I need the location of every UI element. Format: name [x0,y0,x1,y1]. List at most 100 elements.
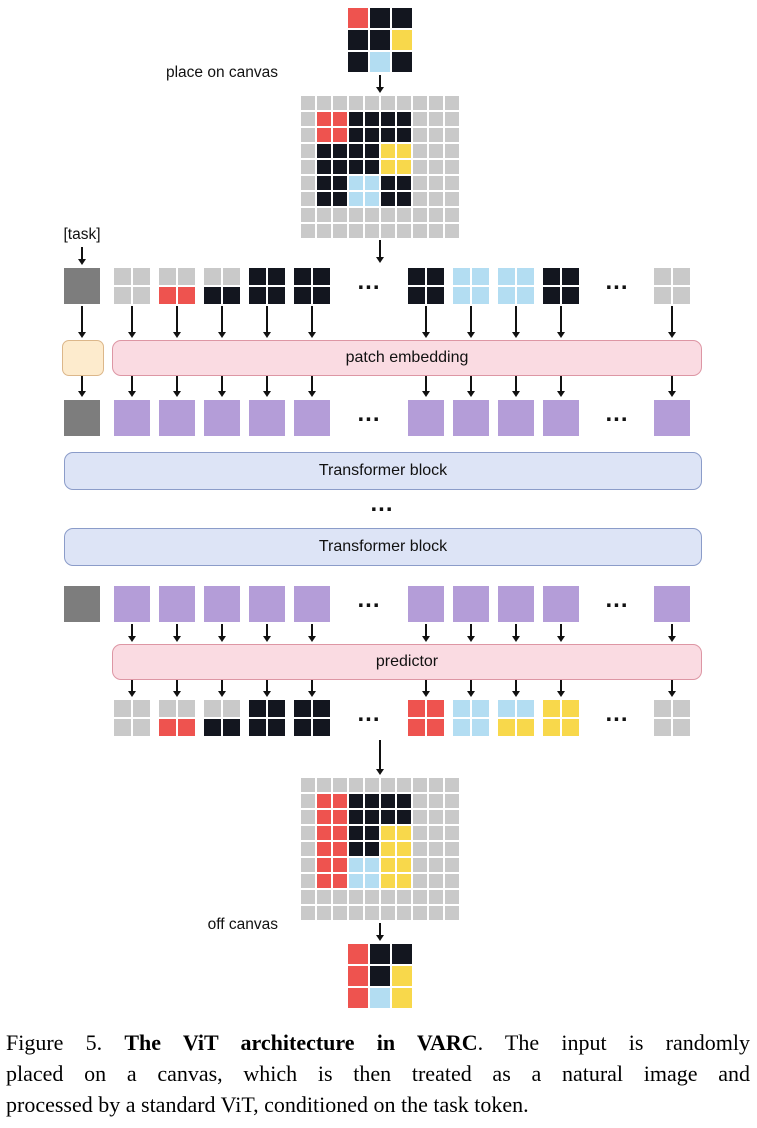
grid-cell [445,112,459,126]
caption-bold-text: The ViT architecture in VARC [124,1030,478,1055]
grid-cell [333,192,347,206]
arrow-down-icon [421,376,431,397]
grid-cell [349,842,363,856]
grid-cell [429,874,443,888]
grid-cell [429,208,443,222]
grid-cell [397,96,411,110]
embedding-token-row: ...... [0,400,757,436]
patch-token [654,700,690,736]
patch-cell [427,268,444,285]
patch-token [543,700,579,736]
patch-cell [223,700,240,717]
grid-cell [445,826,459,840]
grid-cell [445,842,459,856]
patch-cell [268,287,285,304]
grid-cell [381,906,395,920]
patch-token [294,268,330,304]
patch-cell [204,268,221,285]
grid-cell [381,208,395,222]
grid-cell [445,208,459,222]
patch-cell [133,268,150,285]
caption-line-1: Figure 5. The ViT architecture in VARC. … [6,1027,750,1058]
arrow-down-icon [307,624,317,642]
grid-cell [397,778,411,792]
grid-cell [301,176,315,190]
patch-cell [178,287,195,304]
ellipsis: ... [595,400,639,436]
patch-cell [178,700,195,717]
patch-token [249,268,285,304]
grid-cell [397,208,411,222]
grid-cell [429,858,443,872]
arrow-down-icon [375,923,385,941]
grid-cell [348,30,368,50]
arrow-down-icon [511,624,521,642]
arrow-down-icon [307,680,317,697]
grid-cell [365,96,379,110]
ellipsis-text: ... [605,700,629,727]
patch-token [294,700,330,736]
grid-cell [429,778,443,792]
embedding-token [159,586,195,622]
grid-cell [349,224,363,238]
grid-cell [317,176,331,190]
grid-cell [445,794,459,808]
grid-cell [445,858,459,872]
grid-cell [317,224,331,238]
grid-cell [333,224,347,238]
grid-cell [301,144,315,158]
grid-cell [413,874,427,888]
grid-cell [413,858,427,872]
patch-cell [498,287,515,304]
grid-cell [333,144,347,158]
patch-token [498,268,534,304]
arrow-down-icon [262,680,272,697]
embedding-token [408,586,444,622]
ellipsis: ... [595,700,639,736]
arrow-down-icon [77,376,87,397]
grid-cell [445,224,459,238]
grid-cell [381,826,395,840]
grid-cell [381,224,395,238]
ellipsis: ... [595,268,639,304]
arrow-down-icon [556,624,566,642]
ellipsis-text: ... [357,268,381,295]
grid-cell [445,890,459,904]
patch-cell [408,700,425,717]
embedding-token [543,400,579,436]
grid-cell [445,874,459,888]
arrow-down-icon [127,306,137,338]
figure-caption: Figure 5. The ViT architecture in VARC. … [6,1027,750,1120]
grid-cell [301,192,315,206]
ellipsis: ... [347,400,391,436]
off-canvas-label: off canvas [207,916,278,933]
patch-token [204,268,240,304]
patch-token [159,268,195,304]
grid-cell [370,30,390,50]
grid-cell [365,128,379,142]
patch-cell [313,287,330,304]
arrow-down-icon [172,376,182,397]
patch-cell [654,287,671,304]
grid-cell [413,176,427,190]
patch-cell [249,719,266,736]
arrow-down-icon [217,680,227,697]
grid-cell [317,778,331,792]
grid-cell [392,966,412,986]
grid-cell [381,160,395,174]
grid-cell [397,810,411,824]
patch-cell [498,700,515,717]
grid-cell [397,858,411,872]
embedding-token [249,586,285,622]
grid-cell [348,988,368,1008]
input-grid [348,8,412,72]
grid-cell [381,874,395,888]
grid-cell [348,944,368,964]
grid-cell [301,96,315,110]
embedding-token [453,400,489,436]
grid-cell [381,128,395,142]
grid-cell [333,160,347,174]
arrow-down-icon [217,376,227,397]
patch-cell [223,287,240,304]
grid-cell [381,890,395,904]
